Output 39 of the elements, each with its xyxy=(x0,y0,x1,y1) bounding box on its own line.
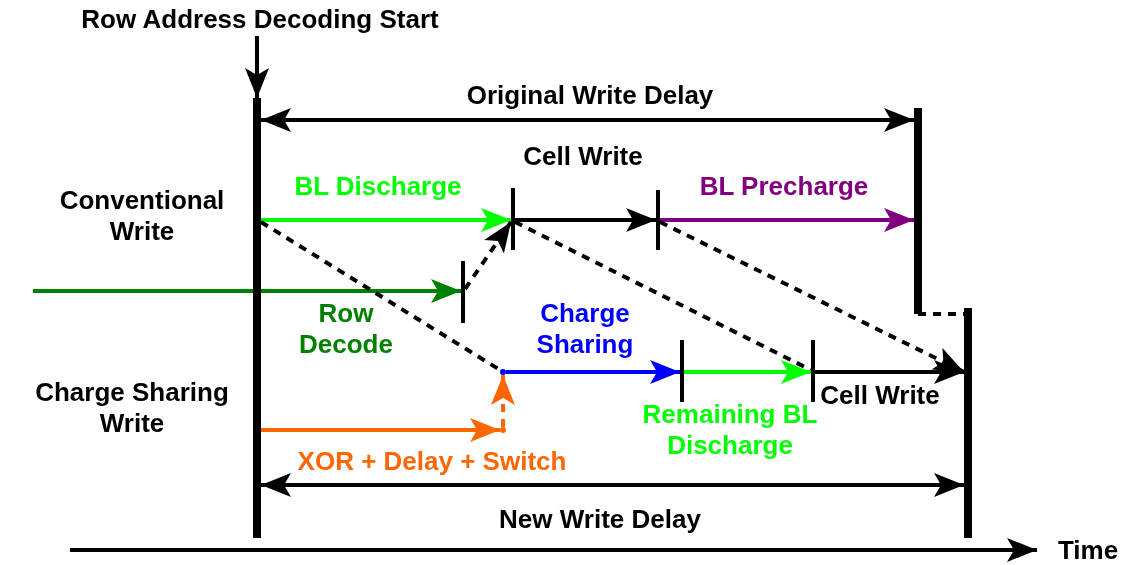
arrow xyxy=(515,208,656,232)
start-bar xyxy=(253,98,261,538)
row-label: Charge Sharing Write xyxy=(34,377,230,439)
point-marker xyxy=(500,427,506,433)
dashed-arrow xyxy=(463,220,513,291)
edge-label: Row Decode xyxy=(298,298,394,360)
arrow xyxy=(261,418,500,442)
arrow xyxy=(261,473,964,497)
tick-mark xyxy=(511,188,515,250)
edge-label: BL Discharge xyxy=(294,171,462,202)
tick-mark xyxy=(811,340,815,402)
edge-label: Cell Write xyxy=(523,141,643,172)
edge-label: BL Precharge xyxy=(699,171,869,202)
dashed-line xyxy=(918,312,964,316)
edge-label: New Write Delay xyxy=(499,504,701,535)
arrow xyxy=(660,208,914,232)
edge-label: Charge Sharing xyxy=(535,298,635,360)
end-bar xyxy=(964,308,972,538)
row-label: Conventional Write xyxy=(58,185,226,247)
arrow xyxy=(261,208,511,232)
edge-label: XOR + Delay + Switch xyxy=(297,446,567,477)
tick-mark xyxy=(680,340,684,402)
edge-label: Remaining BL Discharge xyxy=(641,399,819,461)
arrow xyxy=(684,360,811,384)
edge-label: Cell Write xyxy=(820,380,940,411)
dashed-arrow xyxy=(491,375,515,427)
arrow xyxy=(815,360,964,384)
tick-mark xyxy=(656,190,660,250)
edge-label: Original Write Delay xyxy=(466,80,714,111)
point-marker xyxy=(500,369,506,375)
dashed-line xyxy=(514,220,812,372)
arrow xyxy=(245,36,269,98)
tick-mark xyxy=(461,261,465,323)
axis-label: Time xyxy=(1057,535,1119,565)
annotation-text: Row Address Decoding Start xyxy=(45,4,475,36)
arrow xyxy=(33,279,461,303)
end-bar xyxy=(914,108,922,314)
arrow xyxy=(506,360,680,384)
arrow xyxy=(261,108,914,132)
